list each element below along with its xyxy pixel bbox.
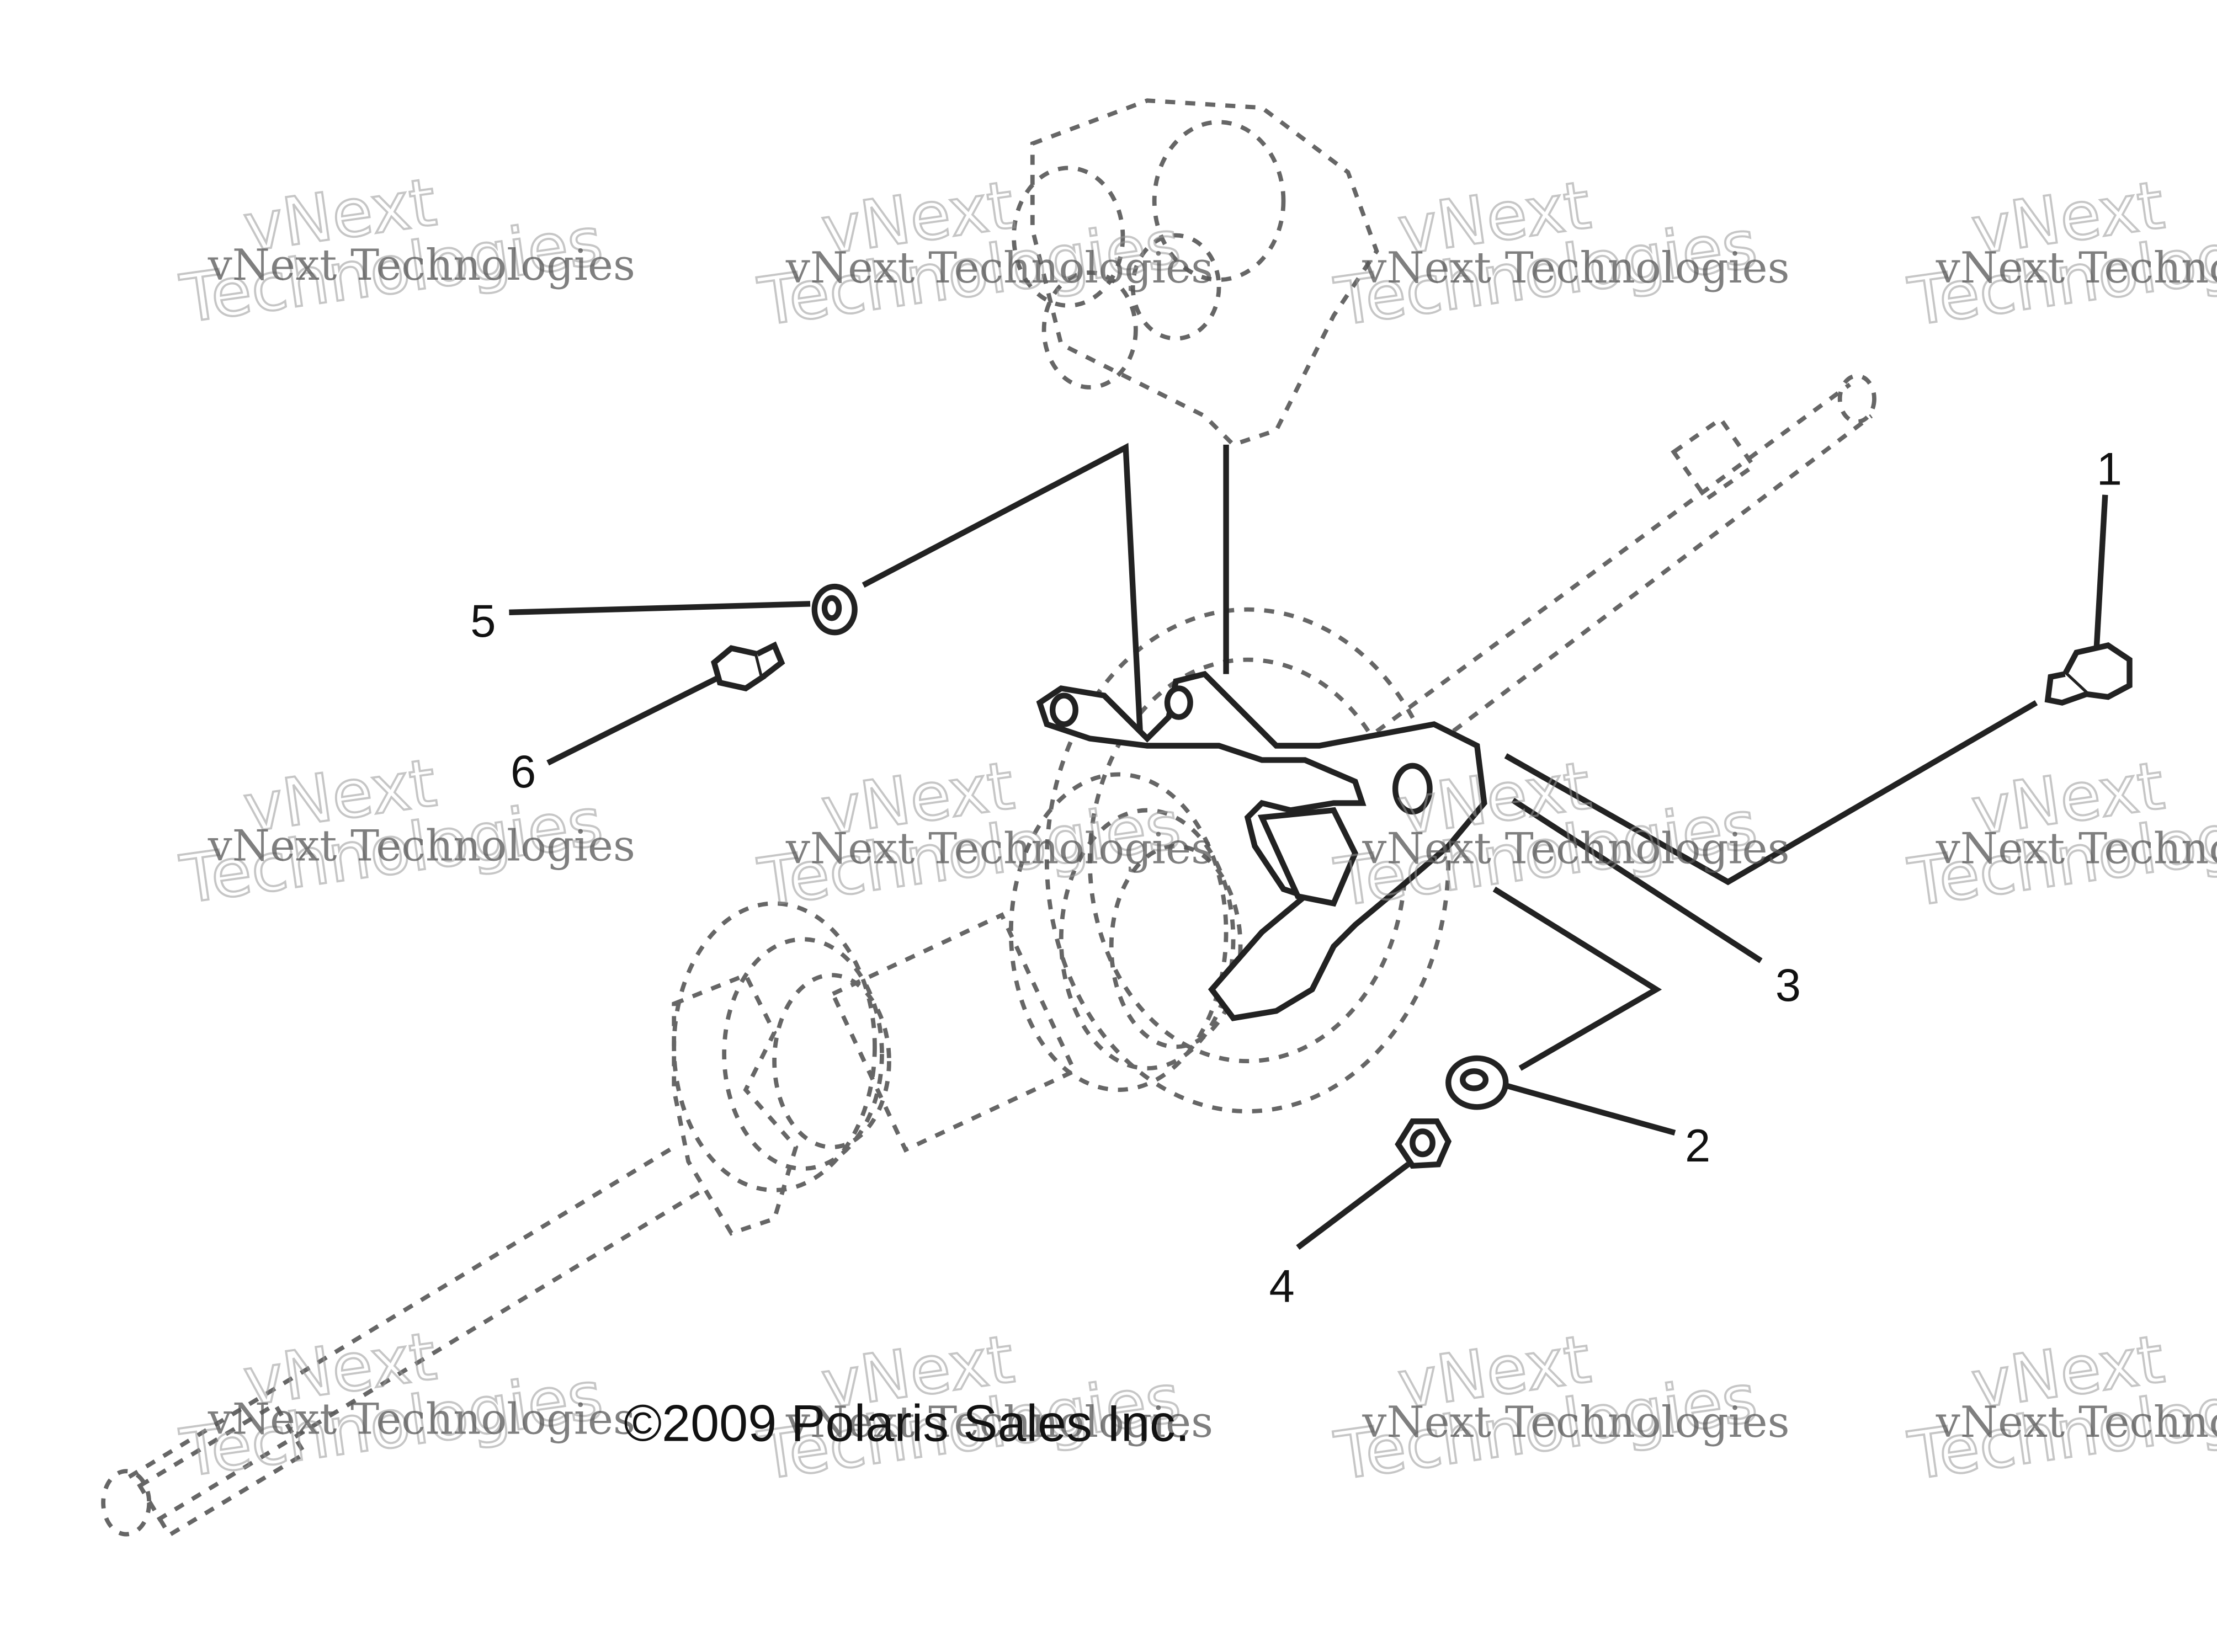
watermark: Technologies vNext vNext Technologies xyxy=(175,1317,635,1493)
caliper-bracket xyxy=(1036,670,1487,1021)
watermark: Technologies vNext vNext Technologies xyxy=(1330,1320,1790,1496)
bolt-1 xyxy=(2044,642,2133,706)
watermark-text: vNext Technologies xyxy=(1362,243,1789,293)
callout-2: 2 xyxy=(1685,1120,1710,1171)
callout-6: 6 xyxy=(511,746,536,797)
watermark: Technologies vNext vNext Technologies xyxy=(753,166,1213,342)
washer-5 xyxy=(811,583,858,636)
bolt-6 xyxy=(711,641,785,692)
callout-3: 3 xyxy=(1775,960,1801,1011)
watermark-text: vNext Technologies xyxy=(1936,824,2217,874)
watermark-text: vNext Technologies xyxy=(1936,243,2217,293)
watermark-text: vNext Technologies xyxy=(1362,1398,1789,1447)
nut-4 xyxy=(1395,1118,1452,1169)
watermark: Technologies vNext vNext Technologies xyxy=(175,163,635,339)
watermark-text: vNext Technologies xyxy=(1362,824,1789,874)
callout-5: 5 xyxy=(470,595,496,647)
watermark: Technologies vNext vNext Technologies xyxy=(1903,1320,2217,1496)
watermark: Technologies vNext vNext Technologies xyxy=(1330,166,1790,342)
washer-2 xyxy=(1445,1055,1509,1110)
watermark-text: vNext Technologies xyxy=(785,824,1213,874)
watermark: Technologies vNext vNext Technologies xyxy=(753,747,1213,923)
copyright-notice: ©2009 Polaris Sales Inc. xyxy=(624,1394,1189,1452)
watermark-text: vNext Technologies xyxy=(1936,1398,2217,1447)
watermark-text: vNext Technologies xyxy=(785,243,1213,293)
watermark-text: vNext Technologies xyxy=(785,1398,1213,1447)
watermark: Technologies vNext vNext Technologies xyxy=(1903,166,2217,342)
leader-lines xyxy=(509,443,2108,1250)
watermarks: Technologies vNext vNext Technologies Te… xyxy=(175,163,2217,1496)
watermark: Technologies vNext vNext Technologies xyxy=(1330,747,1790,923)
callout-1: 1 xyxy=(2097,444,2122,495)
watermark-text: vNext Technologies xyxy=(208,821,635,871)
callout-4: 4 xyxy=(1269,1261,1295,1312)
watermark-text: vNext Technologies xyxy=(208,241,635,290)
callouts: 1 2 3 4 5 6 xyxy=(470,444,2122,1312)
watermark-text: vNext Technologies xyxy=(208,1395,635,1445)
